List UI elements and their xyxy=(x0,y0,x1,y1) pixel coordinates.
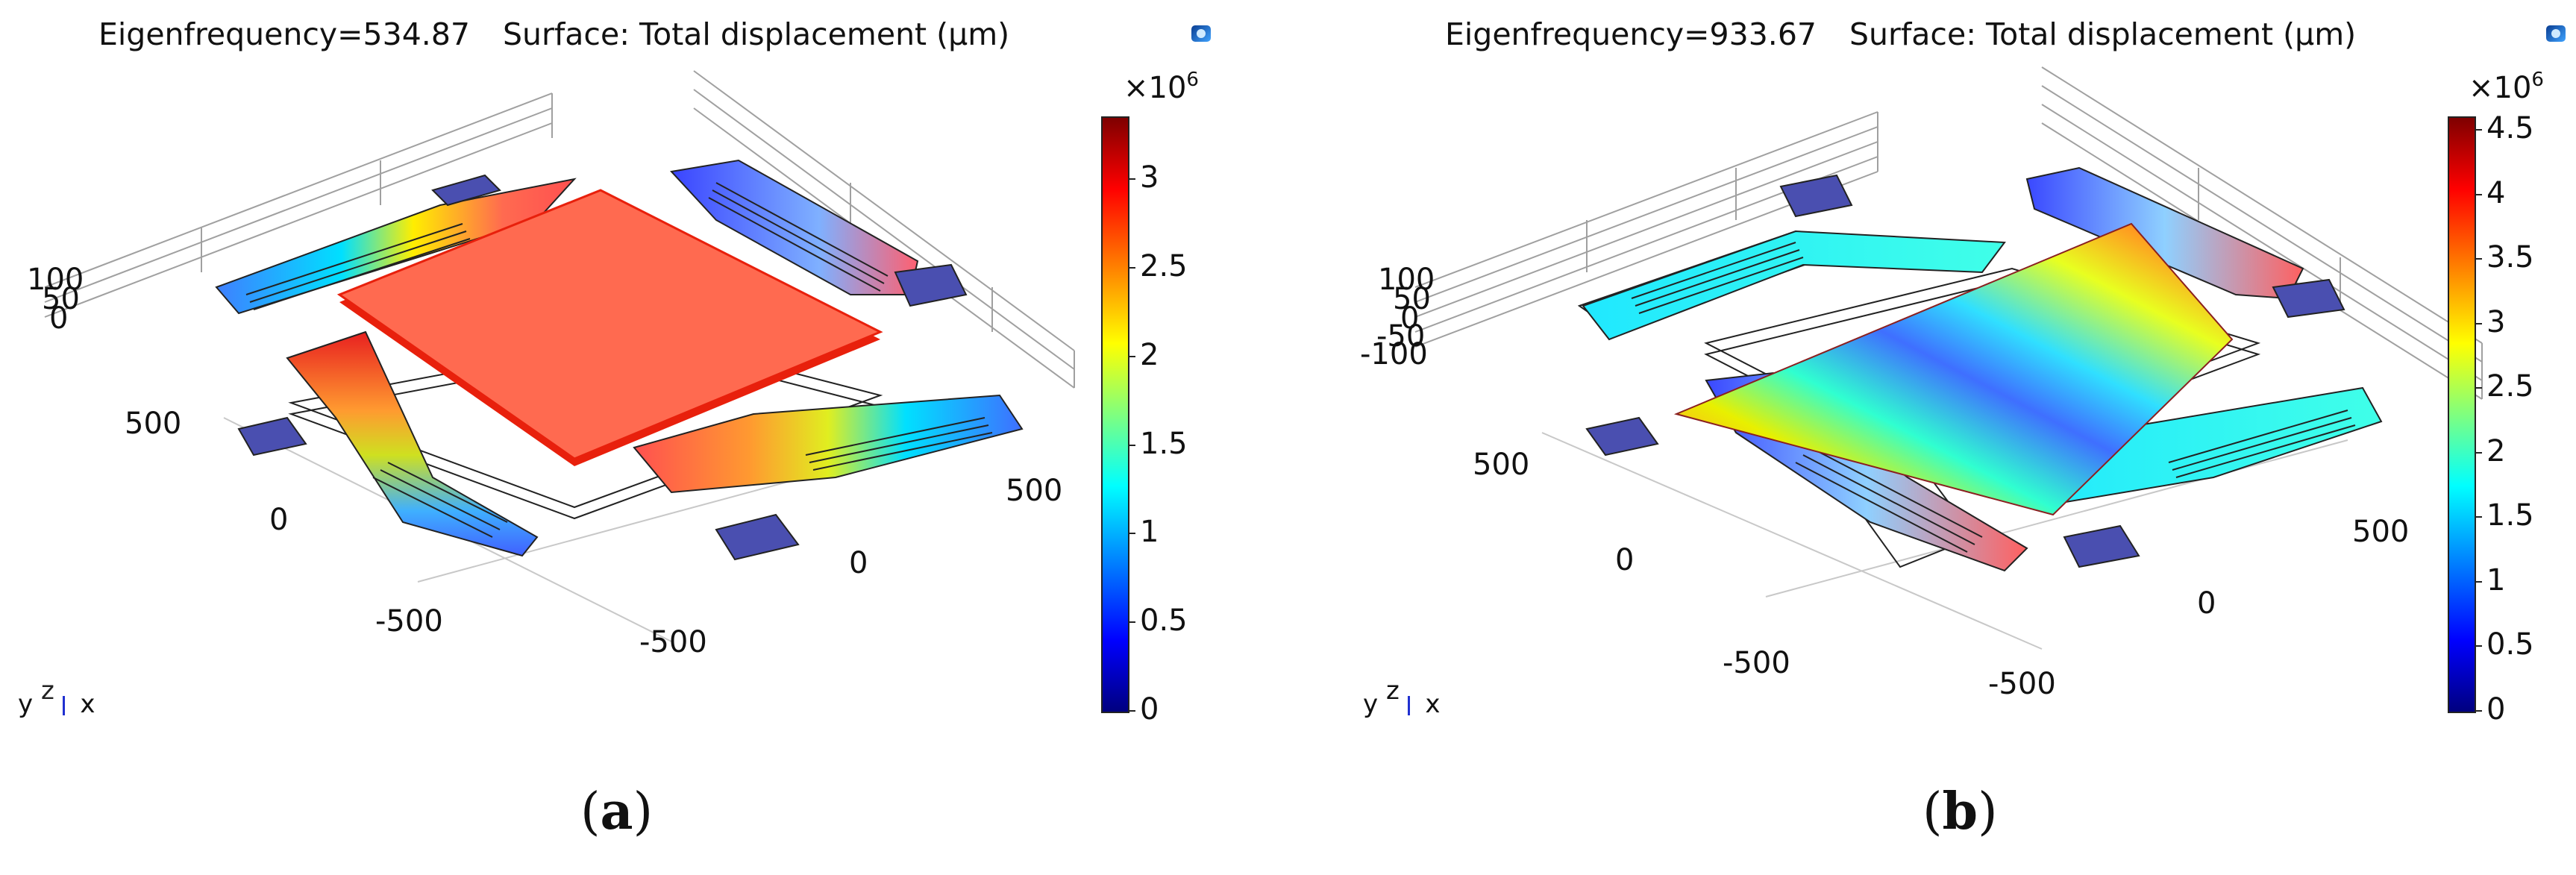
triad-y-label: y xyxy=(1363,689,1379,719)
colorbar-tick-mark xyxy=(1129,178,1135,181)
colorbar-tick-label: 1.5 xyxy=(1140,426,1188,461)
colorbar-tick-mark xyxy=(1129,355,1135,357)
caption: (b) xyxy=(1922,782,1998,841)
panel-b: Eigenfrequency=933.67 Surface: Total disp… xyxy=(1288,0,2576,875)
y-tick: 0 xyxy=(269,503,289,537)
colorbar xyxy=(1101,116,1129,713)
colorbar-tick-label: 0 xyxy=(1140,692,1159,727)
anchor-pad xyxy=(1779,174,1853,218)
axis-triad: y z x xyxy=(1363,676,1441,719)
proof-mass xyxy=(336,189,883,460)
triad-x-label: x xyxy=(80,689,95,719)
anchor-pad xyxy=(894,263,968,307)
x-tick: 0 xyxy=(849,546,868,580)
triad-z-label: z xyxy=(40,676,54,706)
y-tick: -500 xyxy=(1723,646,1790,680)
panel-a: Eigenfrequency=534.87 Surface: Total disp… xyxy=(18,16,1211,841)
colorbar-exponent: ×106 xyxy=(2469,69,2544,105)
colorbar-exponent: ×106 xyxy=(1124,69,1199,105)
anchor-pad xyxy=(2272,278,2345,319)
colorbar-tick-label: 1 xyxy=(1140,515,1159,550)
colorbar-tick-mark xyxy=(2476,645,2482,647)
software-logo-icon xyxy=(2546,25,2566,42)
mems-3d-view xyxy=(44,70,1075,642)
z-tick: 0 xyxy=(1400,301,1420,336)
colorbar-tick-label: 0.5 xyxy=(2486,627,2534,662)
z-tick: 0 xyxy=(49,301,69,336)
mems-3d-view xyxy=(1414,66,2483,650)
colorbar-tick-mark xyxy=(1129,444,1135,446)
anchor-pad xyxy=(2063,524,2140,568)
y-tick: 0 xyxy=(1615,543,1635,577)
colorbar-tick-mark xyxy=(2476,580,2482,583)
y-tick: -500 xyxy=(375,604,443,639)
z-tick: 100 xyxy=(1378,263,1435,297)
surface-label: Surface: Total displacement (μm) xyxy=(503,16,1010,52)
colorbar-tick-label: 2.5 xyxy=(1140,248,1188,283)
colorbar-tick-mark xyxy=(2476,129,2482,131)
colorbar-tick-label: 3.5 xyxy=(2486,240,2534,275)
colorbar-tick-mark xyxy=(2476,193,2482,195)
spring-arm xyxy=(633,394,1024,494)
triad-arrows-icon xyxy=(1407,696,1417,715)
anchor-pad xyxy=(431,174,501,207)
z-tick: 50 xyxy=(42,282,80,316)
y-tick: 500 xyxy=(1473,448,1530,482)
colorbar-tick-mark xyxy=(2476,322,2482,324)
colorbar-tick-label: 0 xyxy=(2486,692,2506,727)
plot-title: Eigenfrequency=534.87 Surface: Total disp… xyxy=(98,16,1009,52)
colorbar-tick-label: 4 xyxy=(2486,175,2506,210)
colorbar-tick-mark xyxy=(2476,516,2482,518)
colorbar-tick-mark xyxy=(1129,621,1135,624)
plot-title: Eigenfrequency=933.67 Surface: Total disp… xyxy=(1445,16,2356,52)
proof-mass xyxy=(1673,222,2234,516)
axis-triad: y z x xyxy=(18,676,95,719)
spring-arm xyxy=(1582,230,2006,341)
z-tick: 50 xyxy=(1393,282,1431,316)
eigenfrequency-label: Eigenfrequency=933.67 xyxy=(1445,16,1817,52)
z-tick: 100 xyxy=(27,263,84,297)
colorbar-tick-label: 0.5 xyxy=(1140,603,1188,639)
colorbar-tick-label: 4.5 xyxy=(2486,111,2534,146)
anchor-pad xyxy=(1585,416,1659,457)
z-tick: -100 xyxy=(1360,337,1428,371)
colorbar-tick-mark xyxy=(1129,710,1135,712)
eigenfrequency-label: Eigenfrequency=534.87 xyxy=(98,16,470,52)
z-tick: -50 xyxy=(1376,319,1426,354)
triad-z-label: z xyxy=(1385,676,1400,706)
colorbar-tick-mark xyxy=(2476,387,2482,389)
colorbar-tick-mark xyxy=(2476,258,2482,260)
x-tick: 0 xyxy=(2197,586,2216,621)
colorbar-tick-label: 3 xyxy=(1140,160,1159,195)
triad-y-label: y xyxy=(18,689,34,719)
colorbar-tick-label: 2.5 xyxy=(2486,369,2534,404)
colorbar-tick-mark xyxy=(2476,710,2482,712)
colorbar-tick-label: 3 xyxy=(2486,304,2506,339)
anchor-pad xyxy=(715,513,800,561)
colorbar-tick-mark xyxy=(1129,533,1135,535)
anchor-pad xyxy=(237,416,307,457)
triad-arrows-icon xyxy=(62,696,72,715)
spring-arm xyxy=(286,330,539,557)
colorbar-tick-mark xyxy=(1129,266,1135,269)
x-tick: -500 xyxy=(1988,667,2056,701)
surface-label: Surface: Total displacement (μm) xyxy=(1849,16,2357,52)
caption: (a) xyxy=(580,782,654,841)
y-tick: 500 xyxy=(125,407,182,441)
colorbar-tick-label: 1 xyxy=(2486,562,2506,598)
colorbar-tick-label: 1.5 xyxy=(2486,498,2534,533)
x-tick: 500 xyxy=(2352,515,2410,549)
x-tick: 500 xyxy=(1006,474,1063,508)
software-logo-icon xyxy=(1191,25,1211,42)
triad-x-label: x xyxy=(1425,689,1441,719)
colorbar-tick-label: 2 xyxy=(2486,433,2506,468)
colorbar xyxy=(2448,116,2476,713)
colorbar-tick-mark xyxy=(2476,451,2482,454)
x-tick: -500 xyxy=(639,625,707,659)
colorbar-tick-label: 2 xyxy=(1140,337,1159,372)
